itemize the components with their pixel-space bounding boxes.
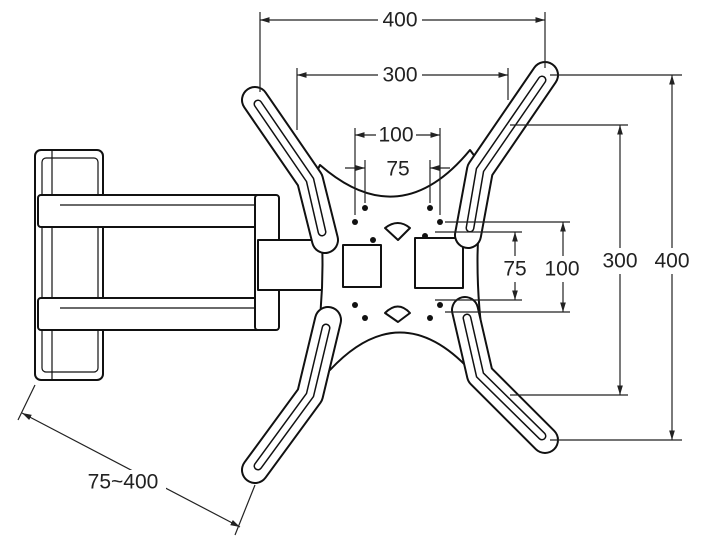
top-dimensions: 400 300 100 75: [259, 8, 546, 215]
dim-100-width: 100: [378, 124, 413, 147]
dim-extension-range: 75~400: [88, 471, 159, 494]
center-plate: [314, 149, 486, 371]
bracket-bottom-left: [241, 306, 342, 484]
dim-75-height: 75: [503, 258, 526, 281]
dim-400-height: 400: [654, 250, 689, 273]
bracket-bottom-right: [451, 296, 559, 454]
extension-dimension: 75~400: [17, 384, 256, 536]
vesa-brackets: [241, 61, 559, 484]
dim-400-width: 400: [382, 9, 417, 32]
wall-plate: [34, 149, 104, 381]
bracket-top-left: [241, 86, 339, 254]
swing-arms: [37, 194, 329, 331]
bracket-top-right: [454, 61, 559, 249]
dim-300-height: 300: [602, 250, 637, 273]
dim-300-width: 300: [382, 64, 417, 87]
dim-75-width: 75: [386, 158, 409, 181]
dim-100-height: 100: [544, 258, 579, 281]
right-dimensions: 400 300 100 75: [435, 74, 692, 441]
